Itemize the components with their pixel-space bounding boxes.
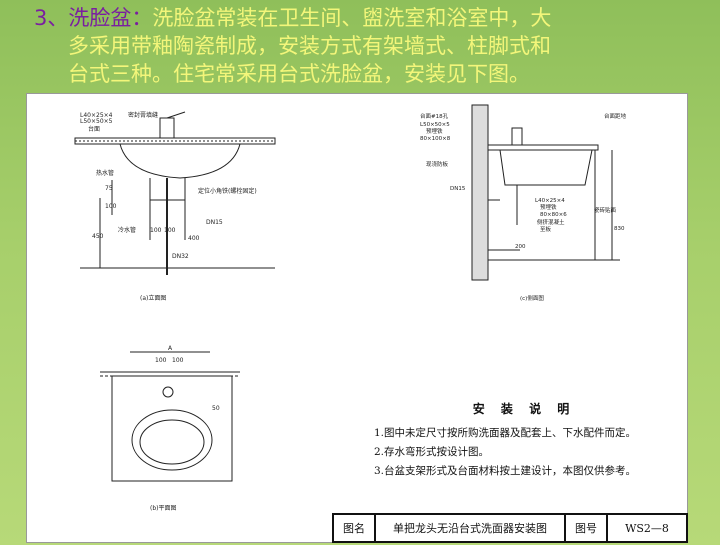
side-callout6: DN15 [450, 186, 466, 192]
side-callout7: L40×25×4 [535, 198, 565, 204]
notes-title: 安 装 说 明 [472, 402, 576, 416]
plan-dim3: 50 [212, 405, 220, 412]
slide-header: 3、洗脸盆：洗脸盆常装在卫生间、盥洗室和浴室中，大 多采用带釉陶瓷制成，安装方式… [34, 4, 714, 88]
elev-dim6: 75 [105, 185, 113, 192]
plan-faucet [162, 386, 174, 398]
elev-callout9: DN32 [172, 253, 189, 260]
elev-callout7: 冷水管 [118, 226, 136, 234]
side-callout12: 瓷砖贴面 [594, 206, 617, 214]
side-callout10: 侧挤混凝土 [537, 218, 565, 226]
faucet [159, 117, 175, 139]
side-callout3: 预埋铁 [426, 127, 443, 135]
drawing-sheet [26, 93, 688, 543]
wall [471, 104, 489, 281]
item-number: 3、 [34, 6, 69, 30]
side-countertop [487, 144, 599, 151]
title-label-number: 图号 [566, 515, 608, 541]
elev-callout1: L40×25×4 [80, 112, 113, 119]
elev-callout5: 热水管 [96, 169, 114, 177]
note-item: 1.图中未定尺寸按所购洗面器及配套上、下水配件而定。 [374, 427, 637, 439]
faucet-lever [166, 111, 186, 119]
header-body-line2: 多采用带釉陶瓷制成，安装方式有架墙式、柱脚式和 [68, 34, 551, 58]
plan-dim1: 100 [155, 357, 167, 364]
drawing-number: WS2—8 [625, 521, 669, 535]
plan-basin-inner [139, 419, 205, 465]
elev-caption: (a)立面图 [140, 294, 166, 302]
elev-dim4: 450 [92, 233, 104, 240]
side-callout11: 至板 [540, 225, 552, 233]
side-caption: (c)侧面图 [520, 294, 544, 302]
side-faucet [511, 127, 523, 146]
title-block: 图名 单把龙头无沿台式洗面器安装图 图号 WS2—8 [332, 513, 688, 543]
drawing-name: 单把龙头无沿台式洗面器安装图 [376, 515, 566, 541]
side-callout9: 80×80×6 [540, 212, 567, 218]
title-label-name: 图名 [334, 515, 376, 541]
elevation-view [74, 111, 276, 275]
side-callout5: 现浇防板 [426, 160, 449, 168]
side-view [471, 104, 620, 281]
item-title: 洗脸盆： [68, 6, 153, 30]
basin-outline [119, 143, 241, 179]
note-item: 3.台盆支架形式及台面材料按土建设计，本图仅供参考。 [374, 465, 637, 477]
elev-callout3: 台面 [88, 125, 100, 133]
plan-countertop [111, 375, 233, 482]
side-dim2: 830 [614, 226, 625, 232]
elev-dim3: 400 [188, 235, 200, 242]
plan-caption: (b)平面图 [150, 505, 177, 512]
elev-callout4: 密封膏填缝 [128, 111, 158, 119]
plan-dim2: 100 [172, 357, 184, 364]
plan-dim-a-label: A [168, 345, 173, 352]
header-body-line3: 台式三种。住宅常采用台式洗脸盆，安装见下图。 [68, 62, 530, 86]
plan-basin [131, 409, 213, 471]
plan-view [100, 351, 240, 482]
side-dim1: 200 [515, 244, 526, 250]
elev-dim5: 100 [105, 203, 117, 210]
installation-notes: 安 装 说 明 1.图中未定尺寸按所购洗面器及配套上、下水配件而定。 2.存水弯… [374, 400, 674, 482]
side-callout8: 预埋铁 [540, 203, 557, 211]
elev-callout6: 定位小角铁(螺栓固定) [198, 187, 257, 195]
side-callout13: 台面距地 [604, 112, 627, 120]
side-basin [499, 149, 593, 186]
elev-dim1: 100 [150, 227, 162, 234]
side-callout1: 台面#18孔 [420, 112, 449, 120]
note-item: 2.存水弯形式按设计图。 [374, 446, 490, 458]
header-body-line1: 洗脸盆常装在卫生间、盥洗室和浴室中，大 [152, 6, 552, 30]
elev-callout2: L50×50×5 [80, 118, 113, 125]
side-callout4: 80×100×8 [420, 136, 451, 142]
elev-dim2: 100 [164, 227, 176, 234]
elev-callout8: DN15 [206, 219, 223, 226]
side-callout2: L50×50×5 [420, 122, 450, 128]
